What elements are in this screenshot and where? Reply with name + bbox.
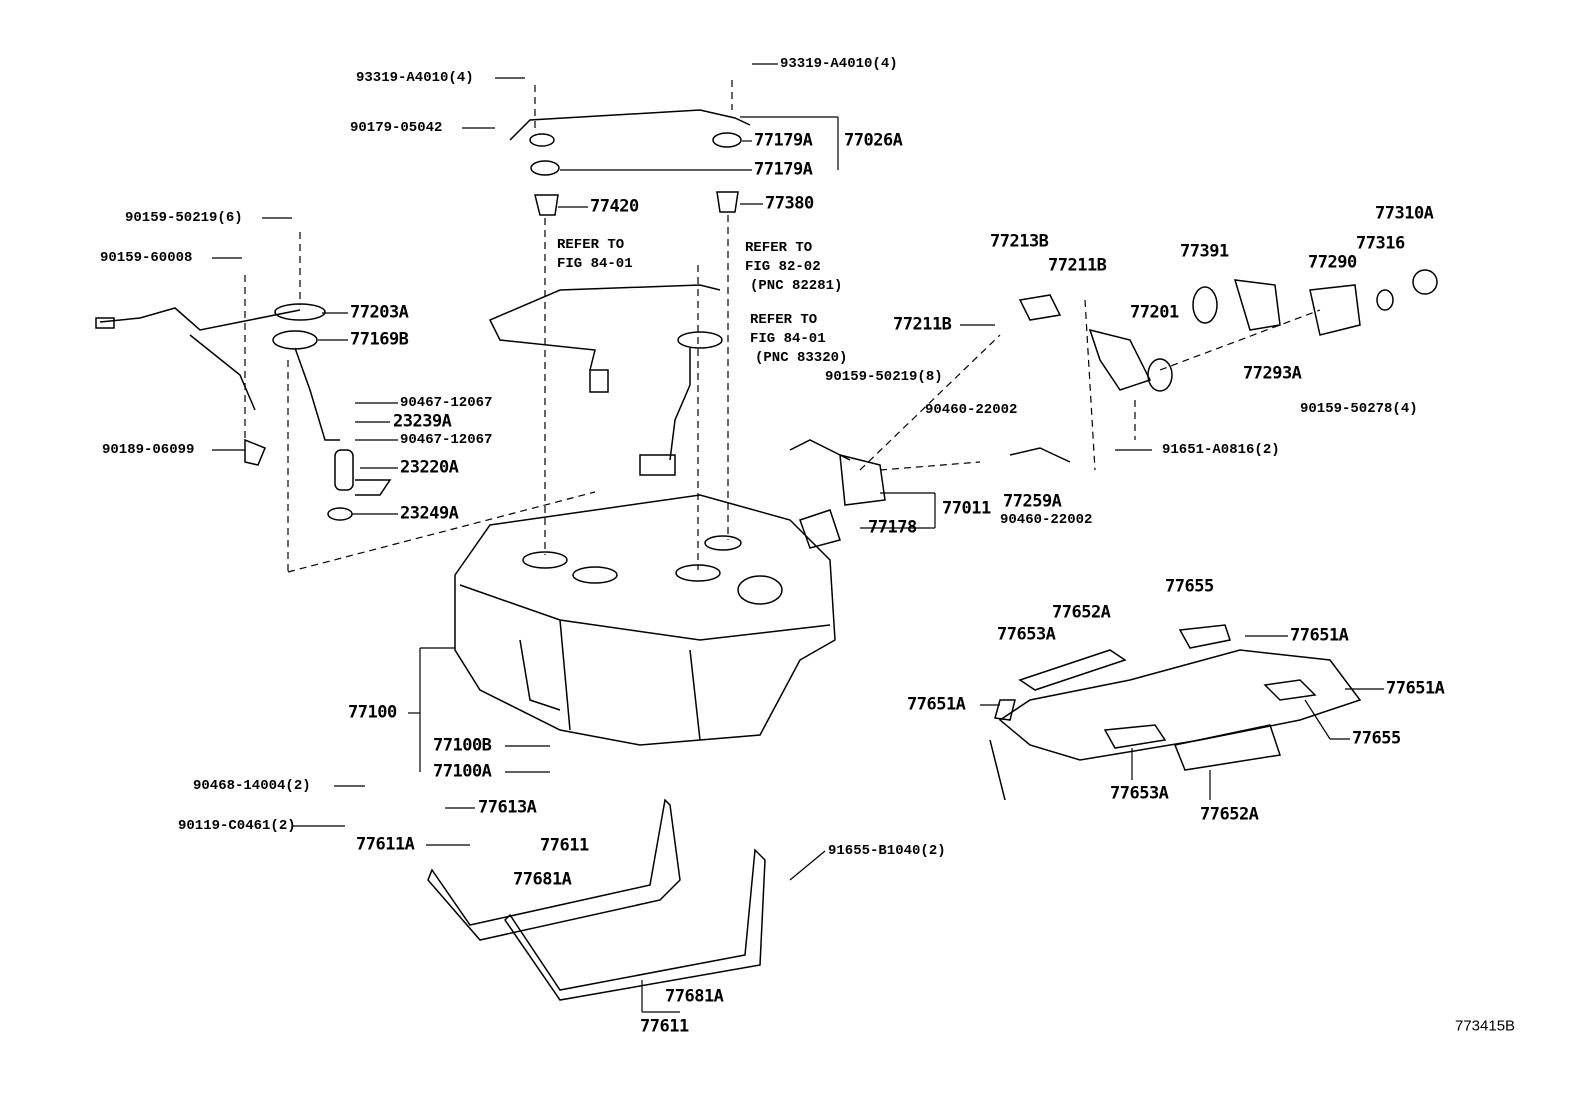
part-label: 77651A: [1386, 678, 1445, 699]
part-label: 77655: [1352, 728, 1401, 749]
part-label: 77391: [1180, 241, 1229, 262]
part-label: 23220A: [400, 457, 459, 478]
part-label: 77651A: [907, 694, 966, 715]
part-label: 77169B: [350, 329, 409, 350]
reference-line: (PNC 82281): [750, 278, 843, 294]
part-label: 77011: [942, 498, 991, 519]
part-label: 77203A: [350, 302, 409, 323]
part-label: 77211B: [893, 314, 952, 335]
part-label: 77201: [1130, 302, 1179, 323]
part-label: 77653A: [1110, 783, 1169, 804]
part-label: 77611A: [356, 834, 415, 855]
part-label: 77613A: [478, 797, 537, 818]
fuel-tank-drawing: [454, 494, 836, 746]
part-label: 77611: [640, 1016, 689, 1037]
part-label: 91655-B1040(2): [828, 843, 946, 859]
part-label: 90159-50278(4): [1300, 401, 1418, 417]
figure-id: 773415B: [1455, 1017, 1516, 1035]
part-label: 90460-22002: [1000, 512, 1093, 528]
part-label: 77293A: [1243, 363, 1302, 384]
reference-note: REFER TO FIG 84-01: [557, 236, 633, 274]
part-label: 77213B: [990, 231, 1049, 252]
leader-lines: [212, 63, 1384, 1013]
part-label: 77611: [540, 835, 589, 856]
part-label: 93319-A4010(4): [356, 70, 474, 86]
part-label: 77655: [1165, 576, 1214, 597]
part-label: 77652A: [1052, 602, 1111, 623]
reference-note: REFER TO FIG 84-01 (PNC 83320): [750, 311, 847, 368]
part-label: 77259A: [1003, 491, 1062, 512]
reference-line: REFER TO: [745, 240, 813, 256]
reference-note: REFER TO FIG 82-02 (PNC 82281): [745, 239, 842, 296]
part-label: 77651A: [1290, 625, 1349, 646]
part-label: 77026A: [844, 130, 903, 151]
part-label: 77211B: [1048, 255, 1107, 276]
part-label: 91651-A0816(2): [1162, 442, 1280, 458]
part-label: 90467-12067: [400, 432, 493, 448]
part-label: 90159-60008: [100, 250, 193, 266]
part-label: 93319-A4010(4): [780, 56, 898, 72]
part-label: 90467-12067: [400, 395, 493, 411]
reference-line: FIG 84-01: [557, 256, 633, 272]
part-label: 23249A: [400, 503, 459, 524]
part-label: 77420: [590, 196, 639, 217]
part-label: 90159-50219(6): [125, 210, 243, 226]
fuel-pump-drawing: [95, 303, 392, 521]
part-label: 90468-14004(2): [193, 778, 311, 794]
part-label: 77681A: [665, 986, 724, 1007]
filler-neck-drawing: [789, 269, 1438, 549]
part-label: 77179A: [754, 159, 813, 180]
part-label: 77652A: [1200, 804, 1259, 825]
part-label: 77681A: [513, 869, 572, 890]
part-label: 77178: [868, 517, 917, 538]
part-label: 77100B: [433, 735, 492, 756]
part-label: 77100A: [433, 761, 492, 782]
sender-gauge-drawing: [488, 109, 751, 476]
part-label: 77380: [765, 193, 814, 214]
part-label: 77310A: [1375, 203, 1434, 224]
reference-line: REFER TO: [557, 237, 625, 253]
reference-line: FIG 82-02: [745, 259, 821, 275]
part-label: 23239A: [393, 411, 452, 432]
part-label: 90159-50219(8): [825, 369, 943, 385]
part-label: 77179A: [754, 130, 813, 151]
part-label: 90119-C0461(2): [178, 818, 296, 834]
part-label: 77653A: [997, 624, 1056, 645]
part-label: 77290: [1308, 252, 1357, 273]
tank-straps-drawing: [427, 798, 766, 1001]
part-label: 90460-22002: [925, 402, 1018, 418]
part-label: 90189-06099: [102, 442, 195, 458]
part-label: 77316: [1356, 233, 1405, 254]
reference-line: (PNC 83320): [755, 350, 848, 366]
part-label: 77100: [348, 702, 397, 723]
part-label: 90179-05042: [350, 120, 443, 136]
assembly-dashed-lines: [244, 80, 1321, 573]
heat-insulator-drawing: [989, 624, 1362, 801]
reference-line: REFER TO: [750, 312, 818, 328]
reference-line: FIG 84-01: [750, 331, 826, 347]
